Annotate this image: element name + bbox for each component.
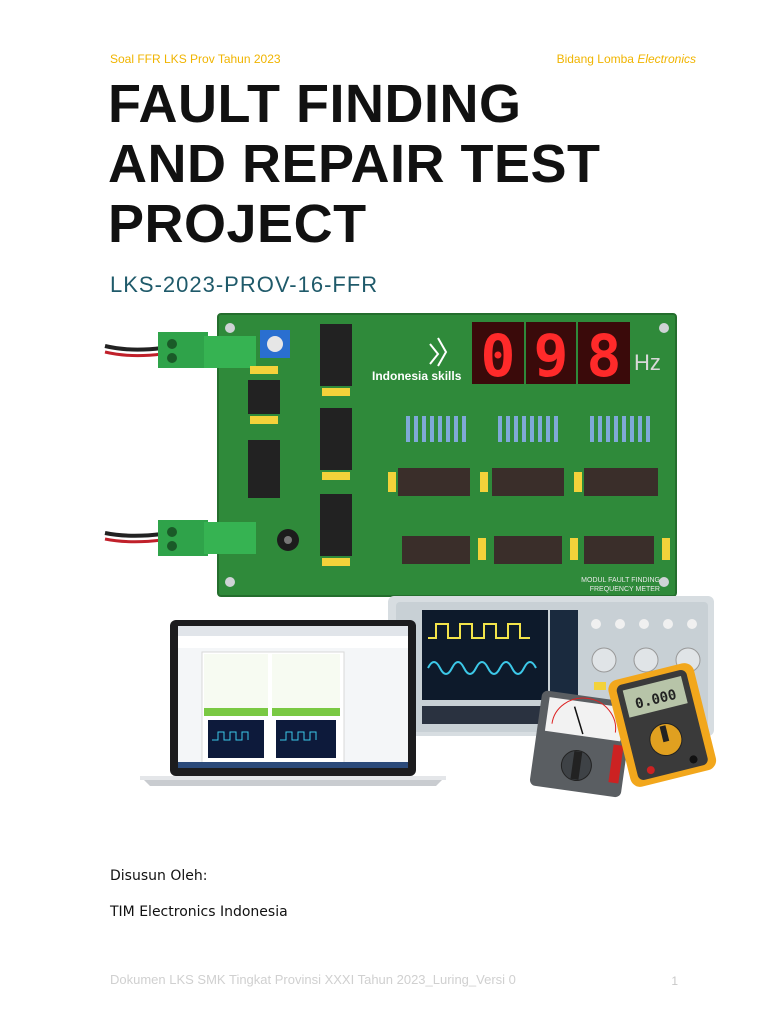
footer-text: Dokumen LKS SMK Tingkat Provinsi XXXI Ta… <box>110 972 516 987</box>
page-number: 1 <box>671 974 678 988</box>
digital-multimeter: 0.000 <box>608 663 717 787</box>
author-name: TIM Electronics Indonesia <box>110 904 288 920</box>
cover-photo: Indonesia skills 0 9 8 Hz MODUL FAULT FI… <box>104 313 717 798</box>
display-digit-2: 9 <box>534 322 569 390</box>
header-right: Bidang Lomba Electronics <box>557 52 696 66</box>
pcb-board: Indonesia skills 0 9 8 Hz MODUL FAULT FI… <box>158 313 677 597</box>
title-line-1: FAULT FINDING <box>108 74 522 134</box>
document-code: LKS-2023-PROV-16-FFR <box>110 272 379 297</box>
display-digit-1: 0 <box>481 322 516 390</box>
laptop <box>140 620 446 786</box>
header-right-prefix: Bidang Lomba <box>556 52 638 66</box>
title-line-3: PROJECT <box>108 194 367 254</box>
document-title: FAULT FINDING AND REPAIR TEST PROJECT <box>108 74 728 254</box>
header-right-italic: Electronics <box>637 52 696 66</box>
pcb-label-line-2: FREQUENCY METER <box>590 586 660 593</box>
pcb-label-line-1: MODUL FAULT FINDING <box>581 577 660 584</box>
pcb-logo: Indonesia skills <box>372 369 462 383</box>
title-line-2: AND REPAIR TEST <box>108 134 601 194</box>
display-digit-3: 8 <box>587 322 622 390</box>
display-unit: Hz <box>634 350 661 375</box>
author-label: Disusun Oleh: <box>110 868 208 884</box>
analog-multimeter <box>529 690 633 798</box>
header-left: Soal FFR LKS Prov Tahun 2023 <box>110 52 281 66</box>
